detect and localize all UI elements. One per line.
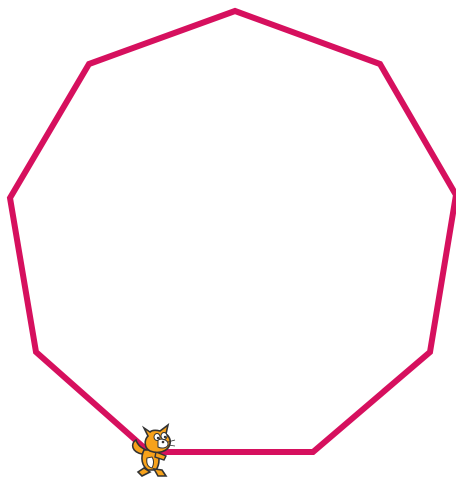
nonagon-outline — [10, 11, 456, 452]
cat-sprite[interactable] — [128, 420, 182, 478]
cat-icon — [128, 420, 182, 478]
